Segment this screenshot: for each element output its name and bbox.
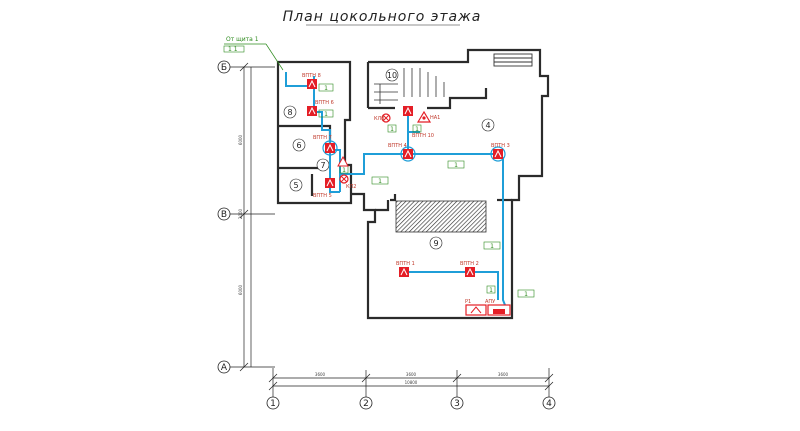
dim-bottom-1: 3600 [315, 372, 326, 377]
dim-bottom-2: 3600 [406, 372, 417, 377]
svg-text:10: 10 [387, 71, 397, 80]
dim-left-2: 2000 [238, 208, 243, 219]
dim-left-3: 6000 [238, 284, 243, 295]
axis-marker-a: А [217, 360, 231, 374]
svg-text:8: 8 [287, 108, 292, 117]
ipr-label-3: ВПТН 3 [491, 143, 510, 149]
axis-marker-b: Б [217, 60, 231, 74]
kl2-label: КЛ2 [346, 184, 357, 190]
na1-label: НА1 [430, 115, 440, 121]
ipr-detector-3[interactable] [490, 146, 506, 162]
room-marker-9: 9 [429, 236, 443, 250]
axis-marker-1: 1 [266, 396, 280, 410]
ipr-label-1: ВПТН 1 [396, 261, 415, 267]
ipr-label-4: ВПТН 4 [388, 143, 407, 149]
axis-marker-v: В [217, 207, 231, 221]
ipr-detector-4[interactable] [400, 146, 416, 162]
cable-tag-10: 1 [342, 167, 346, 174]
stairs [374, 68, 445, 104]
ipr-detector-5[interactable] [325, 178, 335, 188]
cable-tags [318, 83, 535, 298]
hatched-column [395, 200, 487, 233]
cable-tag-9: 1 [489, 287, 493, 294]
room-marker-6: 6 [292, 138, 306, 152]
ipr-detector-1[interactable] [399, 267, 409, 277]
room-marker-10: 10 [385, 68, 399, 82]
walls [276, 48, 550, 320]
room-marker-4: 4 [481, 118, 495, 132]
ipr-detector-8[interactable] [307, 79, 317, 89]
ipr-detector-7[interactable] [322, 140, 338, 156]
svg-text:Б: Б [221, 63, 227, 73]
plan-title: План цокольного этажа [283, 9, 482, 25]
ipr-detector-2[interactable] [465, 267, 475, 277]
manual-call-point-kl3[interactable] [381, 113, 391, 123]
panel-r1[interactable] [465, 304, 487, 316]
svg-text:9: 9 [433, 239, 438, 248]
control-panel-apu[interactable] [487, 304, 511, 316]
ipr-detector-10[interactable] [403, 106, 413, 116]
cable-tag-3: 1 [378, 178, 382, 185]
cable-tag-1: 1 [324, 85, 328, 92]
axis-marker-2: 2 [359, 396, 373, 410]
ipr-label-10: ВПТН 10 [412, 133, 434, 139]
cable-tag-6: 1 [524, 291, 528, 298]
siren-small[interactable] [337, 155, 349, 167]
left-dimension-chain [230, 62, 275, 372]
svg-text:6: 6 [296, 141, 301, 150]
incoming-label-line1: От щита 1 [226, 36, 259, 43]
ipr-label-5: ВПТН 5 [313, 193, 332, 199]
axis-marker-3: 3 [450, 396, 464, 410]
bottom-dimension-chain [268, 368, 554, 397]
svg-text:А: А [221, 363, 228, 373]
window-unit [493, 53, 533, 67]
svg-text:1: 1 [270, 399, 276, 409]
cable-tag-4: 1 [454, 162, 458, 169]
incoming-label-line2: 1 1 [228, 46, 238, 53]
svg-text:5: 5 [293, 181, 298, 190]
svg-text:В: В [221, 210, 227, 220]
room-marker-8: 8 [283, 105, 297, 119]
cable-tag-7: 1 [390, 126, 394, 133]
svg-text:2: 2 [363, 399, 369, 409]
cable-tag-5: 1 [490, 243, 494, 250]
svg-text:7: 7 [320, 161, 325, 170]
room-marker-5: 5 [289, 178, 303, 192]
ipr-label-7: ВПТН 7 [313, 135, 332, 141]
svg-text:3: 3 [454, 399, 460, 409]
siren-na1[interactable] [416, 110, 432, 123]
dim-bottom-total: 10800 [405, 380, 418, 385]
r1-label: Р1 [465, 299, 471, 305]
incoming-leader [224, 43, 284, 71]
manual-call-point-kl2[interactable] [339, 174, 349, 184]
svg-text:4: 4 [485, 121, 490, 130]
cable-tag-2: 1 [324, 111, 328, 118]
ipr-label-8: ВПТН 8 [302, 73, 321, 79]
ipr-label-2: ВПТН 2 [460, 261, 479, 267]
cable-tag-8: 1 [415, 126, 419, 133]
ipr-detector-6[interactable] [307, 106, 317, 116]
ipr-label-6: ВПТН 6 [315, 100, 334, 106]
axis-marker-4: 4 [542, 396, 556, 410]
dim-bottom-3: 3600 [498, 372, 509, 377]
dim-left-1: 6000 [238, 134, 243, 145]
apu-label: АПУ [485, 299, 495, 305]
svg-text:4: 4 [546, 399, 552, 409]
incoming-label-box [223, 45, 245, 53]
room-marker-7: 7 [316, 158, 330, 172]
kl3-label: КЛ3 [374, 116, 385, 122]
